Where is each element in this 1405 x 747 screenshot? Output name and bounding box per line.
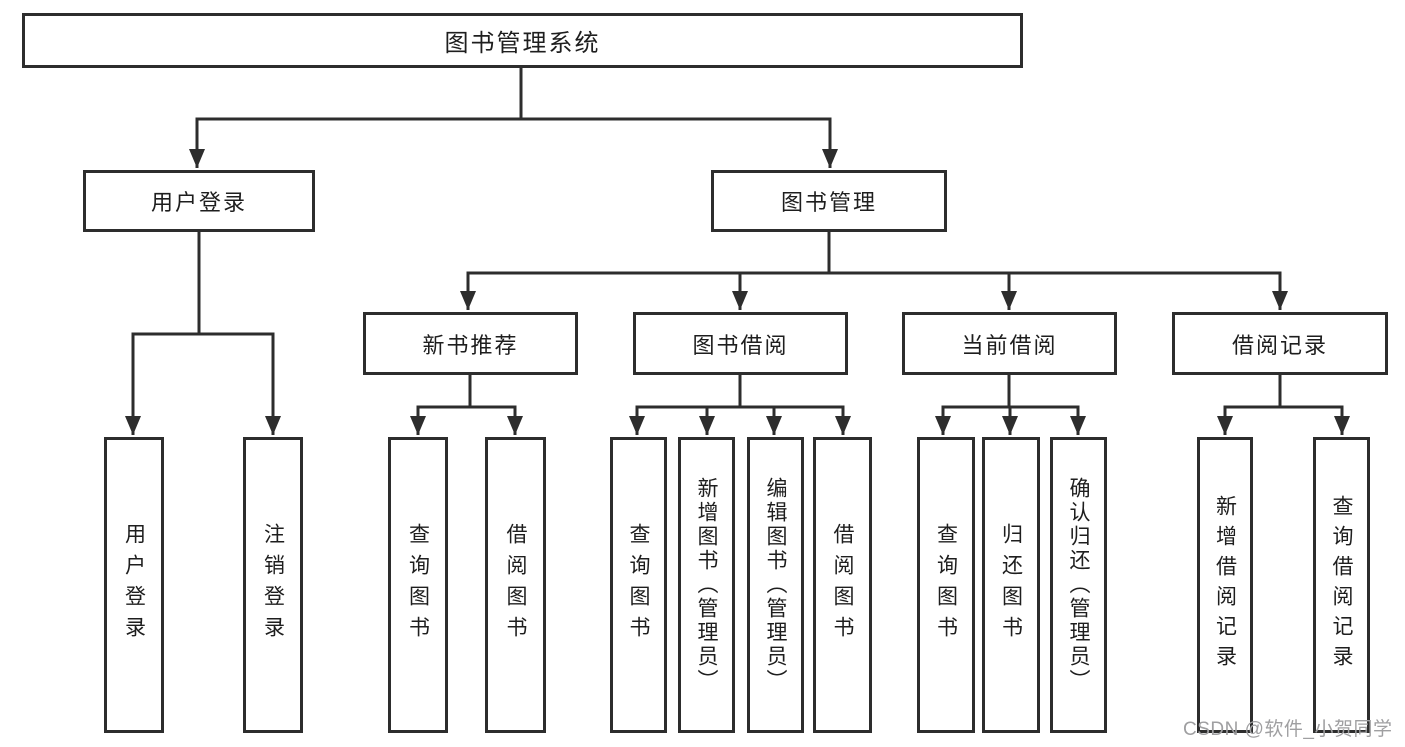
node-book-borrowing: 图书借阅 [633, 312, 848, 375]
leaf-return-books: 归还图书 [982, 437, 1040, 733]
leaf-add-borrow-record: 新增借阅记录 [1197, 437, 1253, 733]
node-new-book-recommend: 新书推荐 [363, 312, 578, 375]
node-borrowing-records: 借阅记录 [1172, 312, 1388, 375]
csdn-watermark: CSDN @软件_小贺同学 [1183, 719, 1393, 740]
leaf-edit-books-admin: 编辑图书（管理员） [747, 437, 804, 733]
node-root-library-system: 图书管理系统 [22, 13, 1023, 68]
leaf-borrow-books-recommend: 借阅图书 [485, 437, 546, 733]
leaf-query-books-recommend: 查询图书 [388, 437, 448, 733]
leaf-add-books-admin: 新增图书（管理员） [678, 437, 735, 733]
leaf-query-borrow-record: 查询借阅记录 [1313, 437, 1370, 733]
leaf-user-login: 用户登录 [104, 437, 164, 733]
leaf-logout: 注销登录 [243, 437, 303, 733]
leaf-borrow-books-borrowing: 借阅图书 [813, 437, 872, 733]
leaf-confirm-return-admin: 确认归还（管理员） [1050, 437, 1107, 733]
node-book-management: 图书管理 [711, 170, 947, 232]
node-current-borrowing: 当前借阅 [902, 312, 1117, 375]
leaf-query-books-borrowing: 查询图书 [610, 437, 667, 733]
node-user-login-branch: 用户登录 [83, 170, 315, 232]
leaf-query-books-current: 查询图书 [917, 437, 975, 733]
